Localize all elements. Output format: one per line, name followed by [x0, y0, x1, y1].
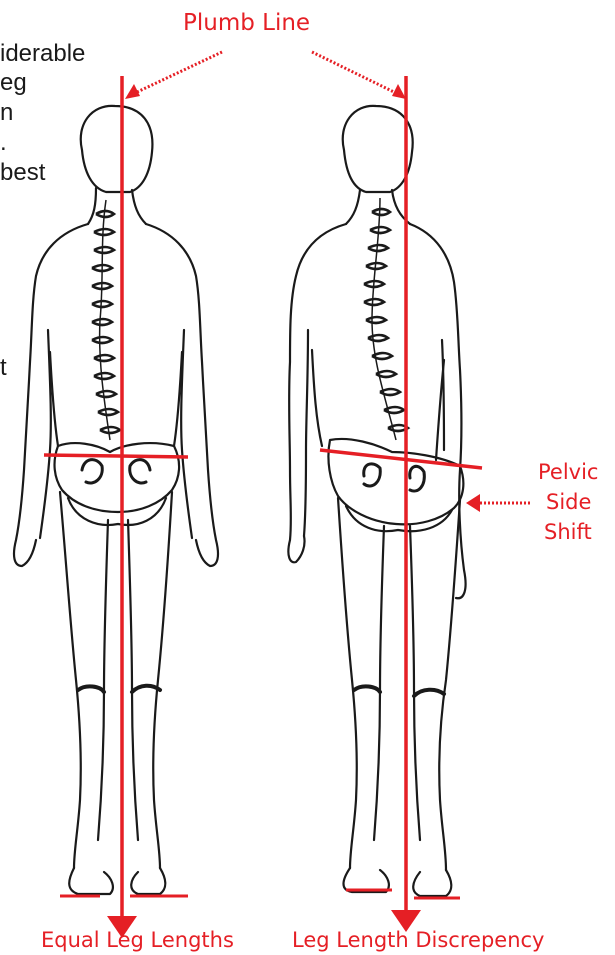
side-shift-pointer-head-icon [466, 494, 480, 512]
left-caption: Equal Leg Lengths [41, 928, 234, 952]
title-pointer-right [312, 52, 396, 93]
pelvic-side-shift-label-2: Side [546, 490, 591, 514]
right-caption: Leg Length Discrepency [292, 928, 544, 952]
left-figure-icon [14, 106, 218, 894]
left-spine-icon [92, 200, 120, 440]
title-pointer-left [135, 52, 222, 93]
title-pointer-right-head-icon [392, 84, 406, 99]
pelvic-side-shift-label-1: Pelvic [538, 460, 598, 484]
left-pelvis-level-line [44, 455, 188, 457]
pelvic-side-shift-label-3: Shift [544, 520, 592, 544]
annotations [44, 52, 530, 938]
plumb-line-title: Plumb Line [183, 10, 310, 36]
right-spine-icon [364, 198, 408, 440]
right-figure-icon [288, 106, 465, 896]
title-pointer-left-head-icon [125, 84, 140, 99]
